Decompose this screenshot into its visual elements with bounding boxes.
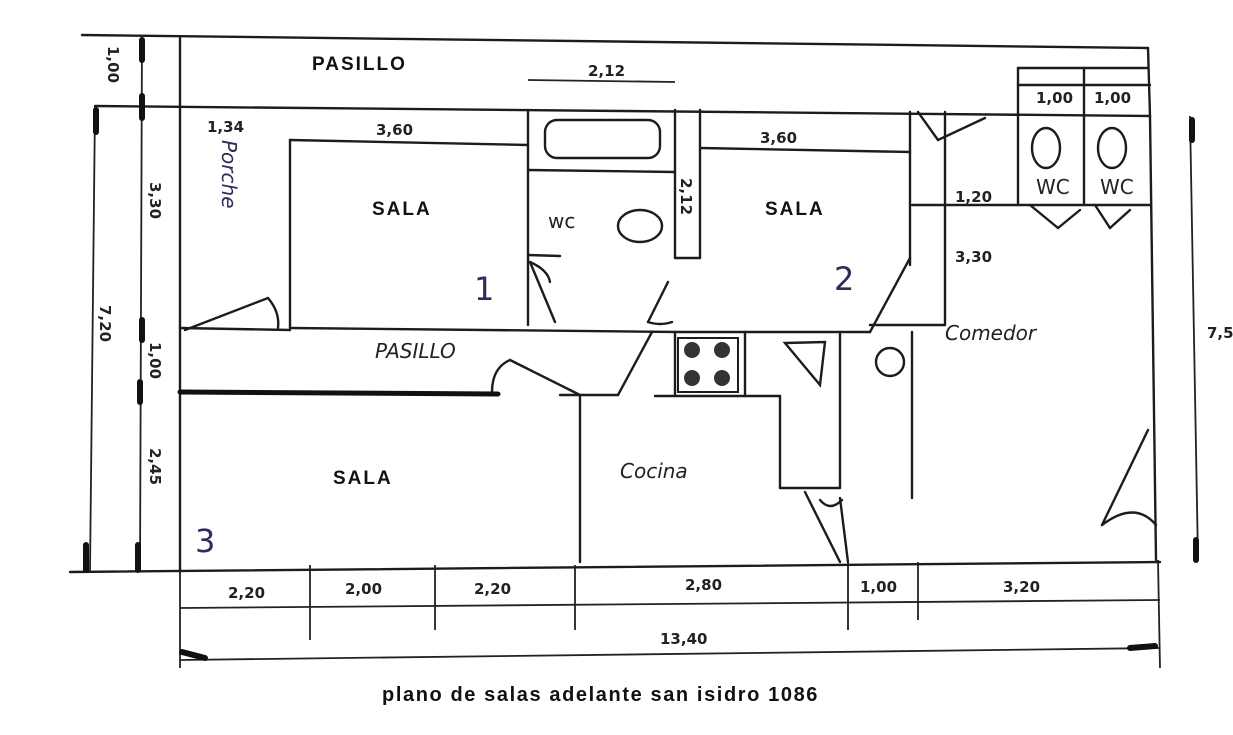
room-label-wc-right: WC — [1100, 175, 1134, 199]
walls — [68, 33, 1162, 574]
dim-top-pasillo-h: 1,00 — [104, 46, 122, 83]
dim-bottom-4: 2,80 — [685, 576, 722, 594]
room-label-cocina: Cocina — [620, 459, 688, 483]
dim-wc-w2: 1,00 — [1094, 89, 1131, 107]
dim-total-h-left: 7,20 — [96, 305, 114, 342]
stove — [677, 337, 739, 393]
dim-total-w: 13,40 — [660, 630, 707, 648]
dim-sala2-w: 3,60 — [760, 129, 797, 147]
room-labels: PASILLO SALA SALA SALA PASILLO Cocina Co… — [217, 54, 1134, 489]
room-label-porche: Porche — [217, 140, 241, 209]
toilet-wc-left — [1030, 126, 1062, 170]
dim-comedor-h: 3,30 — [955, 248, 992, 266]
dimension-lines — [83, 34, 1199, 669]
room-number-3: 3 — [195, 522, 215, 560]
dim-comedor-small: 1,20 — [955, 188, 992, 206]
bathtub — [543, 118, 662, 160]
dim-sala1-w: 3,60 — [376, 121, 413, 139]
dim-bottom-5: 1,00 — [860, 578, 897, 596]
room-number-1: 1 — [474, 270, 494, 308]
room-label-wc-left: WC — [1036, 175, 1070, 199]
room-label-pasillo-top: PASILLO — [312, 54, 407, 75]
room-label-sala-1: SALA — [372, 199, 432, 220]
dim-total-h-right: 7,5 — [1207, 324, 1233, 342]
dimension-labels: 1,00 1,34 3,60 2,12 2,12 3,60 1,00 1,00 … — [96, 46, 1233, 648]
dim-bath-w: 2,12 — [588, 62, 625, 80]
dim-bottom-1: 2,20 — [228, 584, 265, 602]
room-label-sala-2: SALA — [765, 199, 825, 220]
dim-wc-w1: 1,00 — [1036, 89, 1073, 107]
dim-bottom-3: 2,20 — [474, 580, 511, 598]
dim-sala1-h: 3,30 — [146, 182, 164, 219]
dim-porche-w: 1,34 — [207, 118, 244, 136]
dim-bath-h: 2,12 — [677, 178, 695, 215]
fixtures — [543, 118, 1128, 393]
dim-pasillo-h: 1,00 — [146, 342, 164, 379]
dim-sala3-h: 2,45 — [146, 448, 164, 485]
room-label-wc-bath: wc — [548, 209, 575, 233]
room-number-2: 2 — [834, 260, 854, 298]
toilet-wc-right — [1096, 126, 1128, 170]
room-numbers: 1 2 3 — [195, 260, 854, 560]
dim-bottom-6: 3,20 — [1003, 578, 1040, 596]
room-label-sala-3: SALA — [333, 468, 393, 489]
drain — [874, 346, 906, 378]
room-label-comedor: Comedor — [945, 321, 1038, 345]
room-label-pasillo-mid: PASILLO — [375, 339, 456, 363]
plan-caption: plano de salas adelante san isidro 1086 — [382, 684, 819, 706]
doors — [183, 110, 1158, 564]
toilet — [616, 208, 664, 244]
sink — [782, 340, 827, 388]
dim-bottom-2: 2,00 — [345, 580, 382, 598]
